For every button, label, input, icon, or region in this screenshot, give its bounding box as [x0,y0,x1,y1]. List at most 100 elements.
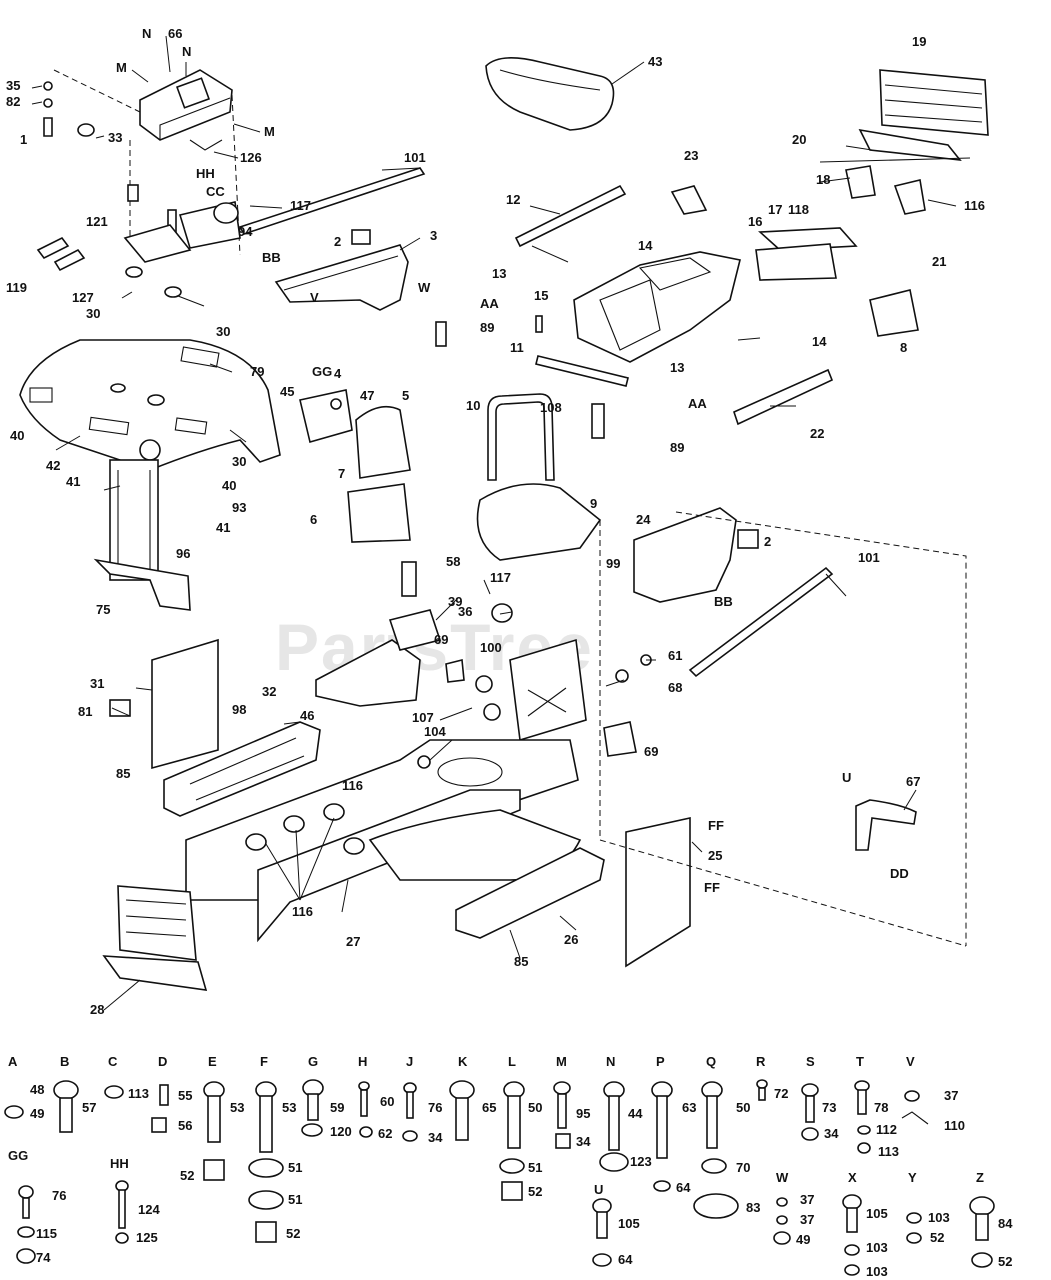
legend-part-64: 64 [618,1252,633,1267]
main-frame [185,739,582,943]
callout-93: 93 [232,500,246,515]
callout-24: 24 [636,512,651,527]
stripe-22 [733,368,834,426]
callout-85: 85 [514,954,528,969]
callout-40: 40 [10,428,24,443]
legend-letter-v: V [906,1054,915,1069]
legend-letter-b: B [60,1054,69,1069]
callout-116: 116 [342,778,363,793]
callout-20: 20 [792,132,806,147]
callout-58: 58 [446,554,460,569]
legend-letter-j: J [406,1054,413,1069]
leader-lines [31,35,957,1011]
legend-part-37: 37 [944,1088,958,1103]
callout-2: 2 [764,534,771,549]
legend-part-73: 73 [822,1100,836,1115]
legend-part-52: 52 [528,1184,542,1199]
legend-part-50: 50 [736,1100,750,1115]
callout-30: 30 [232,454,246,469]
callout-126: 126 [240,150,262,165]
legend-letter-q: Q [706,1054,716,1069]
legend-part-95: 95 [576,1106,590,1121]
legend-part-65: 65 [482,1100,496,1115]
callout-17: 17 [768,202,782,217]
legend-part-84: 84 [998,1216,1013,1231]
callout-119: 119 [6,280,27,295]
callout-26: 26 [564,932,578,947]
legend-letter-r: R [756,1054,766,1069]
legend-part-76: 76 [52,1188,66,1203]
callout-69: 69 [644,744,658,759]
legend-letter-z: Z [976,1170,984,1185]
legend-letter-p: P [656,1054,665,1069]
callout-98: 98 [232,702,246,717]
callout-30: 30 [86,306,100,321]
callout-101: 101 [858,550,880,565]
legend-letter-a: A [8,1054,18,1069]
callout-116: 116 [292,904,313,919]
callout-14: 14 [812,334,827,349]
legend-part-74: 74 [36,1250,51,1265]
legend-part-103: 103 [866,1264,888,1279]
legend-part-113: 113 [128,1086,149,1101]
callout-9: 9 [590,496,597,511]
callout-16: 16 [748,214,762,229]
callout-33: 33 [108,130,122,145]
callout-bb: BB [262,250,281,265]
callout-89: 89 [670,440,684,455]
legend-letter-f: F [260,1054,268,1069]
callout-75: 75 [96,602,110,617]
legend-part-49: 49 [30,1106,44,1121]
callout-2: 2 [334,234,341,249]
callout-117: 117 [490,570,511,585]
callout-14: 14 [638,238,653,253]
callout-89: 89 [480,320,494,335]
callout-7: 7 [338,466,345,481]
callout-35: 35 [6,78,20,93]
callout-13: 13 [492,266,506,281]
front-grille [102,885,208,991]
callout-ff: FF [704,880,720,895]
callout-45: 45 [280,384,294,399]
callout-m: M [264,124,275,139]
callout-bb: BB [714,594,733,609]
rod-101-upper [238,167,426,235]
callout-41: 41 [216,520,230,535]
legend-part-105: 105 [618,1216,640,1231]
legend-letter-l: L [508,1054,516,1069]
callout-8: 8 [900,340,907,355]
legend-part-115: 115 [36,1226,57,1241]
callout-116: 116 [964,198,985,213]
legend-letter-m: M [556,1054,567,1069]
callout-6: 6 [310,512,317,527]
legend-part-55: 55 [178,1088,192,1103]
legend-part-112: 112 [876,1122,897,1137]
legend-letter-gg: GG [8,1148,28,1163]
callout-79: 79 [250,364,264,379]
callout-23: 23 [684,148,698,163]
callout-21: 21 [932,254,946,269]
callout-68: 68 [668,680,682,695]
hardware-legend [4,1079,995,1276]
legend-part-51: 51 [528,1160,542,1175]
legend-part-34: 34 [824,1126,839,1141]
callout-94: 94 [238,224,253,239]
legend-part-60: 60 [380,1094,394,1109]
callout-101: 101 [404,150,426,165]
callout-118: 118 [788,202,809,217]
legend-part-57: 57 [82,1100,96,1115]
callout-ff: FF [708,818,724,833]
legend-part-113: 113 [878,1144,899,1159]
dash-panel [19,339,281,471]
callout-28: 28 [90,1002,104,1017]
callout-aa: AA [688,396,707,411]
callout-w: W [418,280,431,295]
legend-part-105: 105 [866,1206,888,1221]
callout-117: 117 [290,198,311,213]
legend-part-103: 103 [866,1240,888,1255]
callout-104: 104 [424,724,446,739]
callout-25: 25 [708,848,722,863]
